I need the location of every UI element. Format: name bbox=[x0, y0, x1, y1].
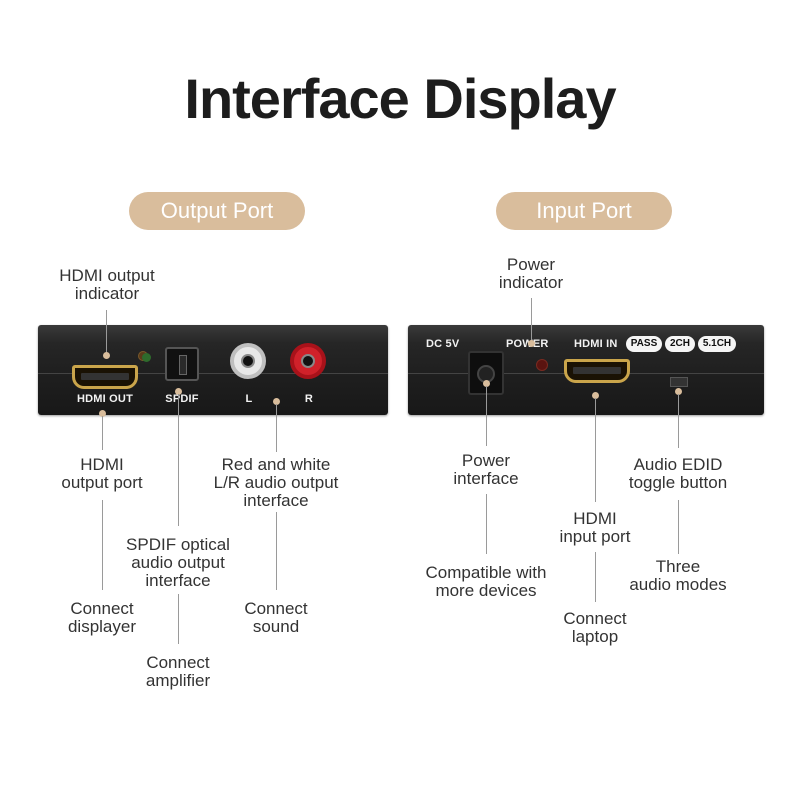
label-connect-sound: Connect sound bbox=[244, 599, 308, 636]
label-connect-laptop: Connect laptop bbox=[563, 609, 627, 646]
spdif-shutter bbox=[179, 355, 187, 375]
leader-dot bbox=[528, 340, 535, 347]
leader-dot bbox=[103, 352, 110, 359]
hdmi-in-label: HDMI IN bbox=[574, 338, 618, 350]
label-connect-displayer: Connect displayer bbox=[67, 599, 137, 636]
leader-line bbox=[531, 298, 532, 342]
leader-line bbox=[178, 394, 179, 526]
mode-pass: PASS bbox=[626, 336, 662, 352]
leader-dot bbox=[175, 388, 182, 395]
leader-dot bbox=[273, 398, 280, 405]
hdmi-in-pins bbox=[573, 367, 621, 374]
rca-right-socket bbox=[301, 354, 315, 368]
leader-dot bbox=[592, 392, 599, 399]
leader-line bbox=[178, 594, 179, 644]
label-hdmi-output-indicator: HDMI output indicator bbox=[59, 266, 155, 303]
input-device-panel: DC 5V POWER HDMI IN PASS 2CH 5.1CH bbox=[408, 325, 764, 415]
leader-line bbox=[486, 386, 487, 446]
label-hdmi-output-port: HDMI output port bbox=[61, 455, 143, 492]
label-rca-interface: Red and white L/R audio output interface bbox=[213, 455, 339, 510]
leader-dot bbox=[99, 410, 106, 417]
spdif-label: SPDIF bbox=[165, 393, 199, 405]
label-hdmi-input-port: HDMI input port bbox=[559, 509, 631, 546]
hdmi-out-port bbox=[72, 365, 138, 389]
leader-line bbox=[102, 416, 103, 450]
output-port-badge: Output Port bbox=[129, 192, 305, 230]
device-seam bbox=[38, 373, 388, 374]
leader-line bbox=[595, 398, 596, 502]
hdmi-out-label: HDMI OUT bbox=[77, 393, 133, 405]
rca-right-label: R bbox=[304, 393, 314, 405]
output-device-panel: HDMI OUT SPDIF L R bbox=[38, 325, 388, 415]
audio-edid-toggle-switch[interactable] bbox=[670, 377, 688, 387]
leader-line bbox=[106, 310, 107, 354]
page-title: Interface Display bbox=[184, 67, 616, 130]
label-power-interface: Power interface bbox=[453, 451, 519, 488]
hdmi-in-port bbox=[564, 359, 630, 383]
rca-left-port bbox=[230, 343, 266, 379]
mode-5-1ch: 5.1CH bbox=[698, 336, 736, 352]
rca-left-label: L bbox=[245, 393, 253, 405]
mode-2ch: 2CH bbox=[665, 336, 695, 352]
dc-5v-label: DC 5V bbox=[426, 338, 460, 350]
label-three-audio-modes: Three audio modes bbox=[629, 557, 727, 594]
status-led bbox=[142, 353, 151, 362]
leader-line bbox=[595, 552, 596, 602]
spdif-port bbox=[165, 347, 199, 381]
input-port-badge: Input Port bbox=[496, 192, 672, 230]
rca-right-port bbox=[290, 343, 326, 379]
power-label: POWER bbox=[506, 338, 549, 350]
label-power-indicator: Power indicator bbox=[498, 255, 564, 292]
label-edid-toggle: Audio EDID toggle button bbox=[628, 455, 728, 492]
leader-dot bbox=[483, 380, 490, 387]
leader-line bbox=[102, 500, 103, 590]
rca-left-socket bbox=[241, 354, 255, 368]
leader-line bbox=[678, 394, 679, 448]
leader-line bbox=[276, 512, 277, 590]
power-indicator-led bbox=[536, 359, 548, 371]
leader-line bbox=[486, 494, 487, 554]
label-compatible-devices: Compatible with more devices bbox=[425, 563, 547, 600]
leader-line bbox=[276, 404, 277, 452]
hdmi-out-pins bbox=[81, 373, 129, 380]
label-connect-amplifier: Connect amplifier bbox=[145, 653, 211, 690]
label-spdif-interface: SPDIF optical audio output interface bbox=[126, 535, 230, 590]
leader-dot bbox=[675, 388, 682, 395]
leader-line bbox=[678, 500, 679, 554]
